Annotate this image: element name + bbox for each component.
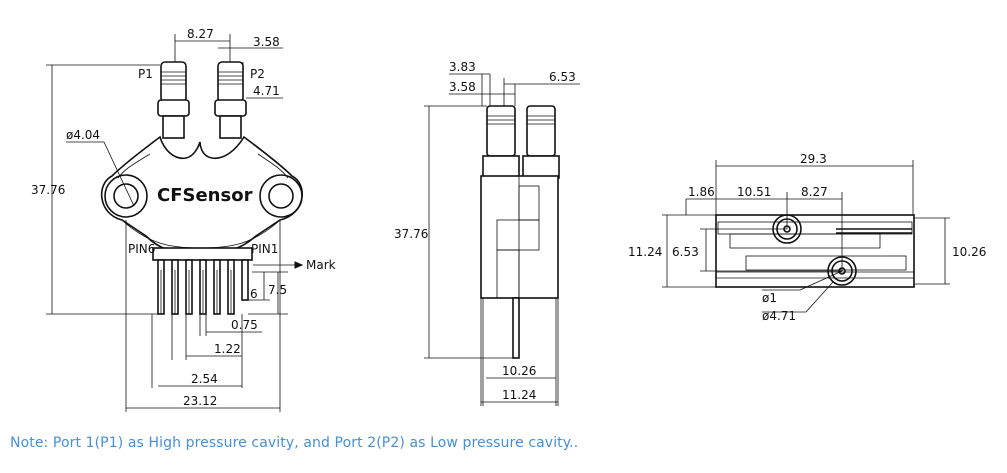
port-p1 [157,61,190,139]
side-dim-height: 37.76 [394,227,428,241]
top-body [715,214,915,288]
top-dim-d471: ø4.71 [762,309,796,323]
top-view: 29.3 1.86 10.51 8.27 11.24 6.53 10.26 ø1… [628,152,986,323]
dim-hole: ø4.04 [66,128,100,142]
dim-pin-75: 7.5 [268,283,287,297]
sensor-body [100,135,303,253]
top-dim-1026: 10.26 [952,245,986,259]
dim-port-dia-471: 4.71 [253,84,280,98]
dim-pin-6: 6 [250,287,258,301]
side-dim-358: 3.58 [449,80,476,94]
dim-height: 37.76 [31,183,65,197]
side-dim-1124: 11.24 [502,388,536,402]
mount-hole-right [268,183,294,209]
side-view: 3.83 3.58 6.53 37.76 10.26 11.24 [394,60,580,406]
top-dim-186: 1.86 [688,185,715,199]
pin6-label: PIN6 [128,242,155,256]
mark-label: Mark [306,258,336,272]
top-dim-1051: 10.51 [737,185,771,199]
mount-hole-left-outer [104,174,148,218]
pin1-label: PIN1 [251,242,278,256]
top-dim-d1: ø1 [762,291,777,305]
dim-pin-122: 1.22 [214,342,241,356]
brand-label: CFSensor [157,185,253,206]
dim-pin-075: 0.75 [231,318,258,332]
side-body [480,175,559,299]
port-p1-label: P1 [138,67,153,81]
side-dim-383: 3.83 [449,60,476,74]
side-dim-1026: 10.26 [502,364,536,378]
top-dim-653: 6.53 [672,245,699,259]
dim-port-dia-358: 3.58 [253,35,280,49]
front-view: CFSensor P1 P2 PIN6 PIN1 Mark [31,27,336,412]
pressure-cavity-note: Note: Port 1(P1) as High pressure cavity… [10,435,579,451]
port-p2 [214,61,247,139]
side-dim-653: 6.53 [549,70,576,84]
top-dim-293: 29.3 [800,152,827,166]
dim-width: 23.12 [183,394,217,408]
dim-pin-254: 2.54 [191,372,218,386]
top-dim-827: 8.27 [801,185,828,199]
top-dim-1124: 11.24 [628,245,662,259]
port-p2-label: P2 [250,67,265,81]
pins [152,247,253,315]
mount-hole-right-outer [259,174,303,218]
dim-port-spacing: 8.27 [187,27,214,41]
mount-hole-left [113,183,139,209]
